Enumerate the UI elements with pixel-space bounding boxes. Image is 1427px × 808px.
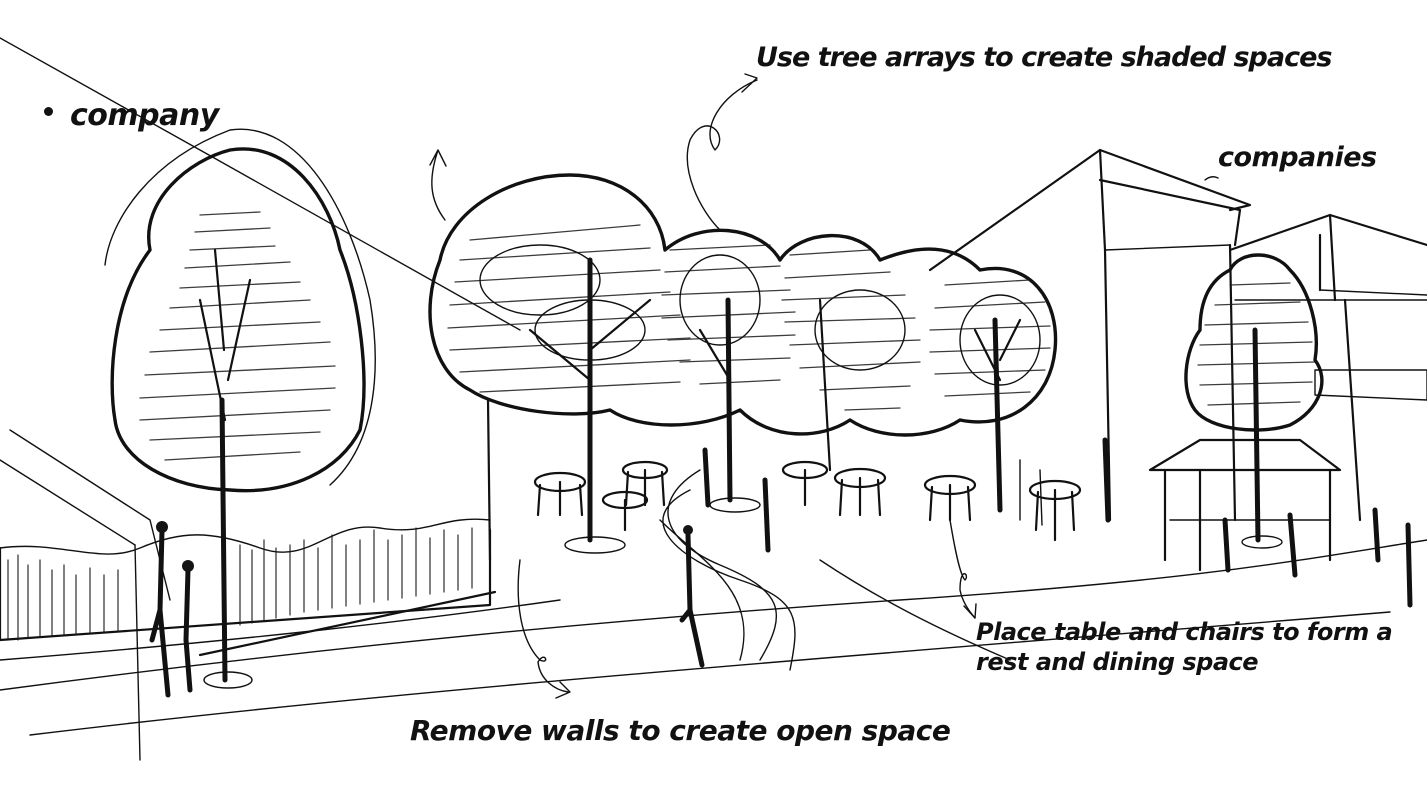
ground-lines xyxy=(0,429,1427,761)
tree-left xyxy=(104,128,376,689)
perspective-line xyxy=(0,37,521,331)
buildings-right xyxy=(928,148,1427,522)
hedge-left xyxy=(0,518,497,657)
pavilion-right xyxy=(1148,438,1342,572)
people-left xyxy=(149,521,194,698)
annotation-tree-arrays: Use tree arrays to create shaded spaces xyxy=(756,42,1332,73)
annotation-tables-chairs: Place table and chairs to form a rest an… xyxy=(976,618,1393,676)
tree-right xyxy=(1184,253,1324,549)
up-arrow xyxy=(429,149,447,221)
plaza-edge xyxy=(486,398,492,562)
winding-path xyxy=(659,469,796,671)
bullet-dot xyxy=(44,107,53,116)
tree-canopy-cluster xyxy=(428,173,1058,554)
annotation-companies: companies xyxy=(1218,142,1377,173)
bollards-people xyxy=(679,437,1413,668)
annotation-remove-walls: Remove walls to create open space xyxy=(410,714,951,747)
tables-chairs xyxy=(533,459,1082,542)
annotation-company: company xyxy=(70,98,219,133)
annotation-arrows xyxy=(517,73,1219,699)
